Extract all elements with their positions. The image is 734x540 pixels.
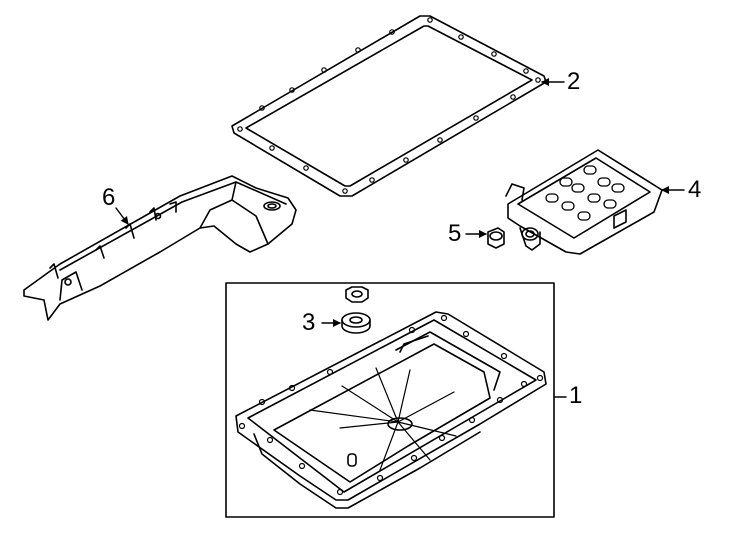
leader-lines	[115, 78, 685, 398]
drain-plug	[341, 286, 371, 334]
callout-6: 6	[102, 184, 116, 211]
callout-2: 2	[567, 68, 581, 95]
heat-shield-bracket	[23, 175, 297, 321]
callout-5: 5	[448, 220, 462, 247]
pan-gasket	[231, 15, 547, 197]
part-1-callout-box	[225, 282, 555, 518]
filter-seal	[487, 227, 505, 249]
transmission-filter	[505, 149, 663, 255]
callout-1: 1	[569, 382, 583, 409]
oil-pan	[235, 311, 547, 509]
callout-3: 3	[302, 309, 316, 336]
callout-4: 4	[688, 176, 702, 203]
leader-6	[115, 207, 129, 225]
